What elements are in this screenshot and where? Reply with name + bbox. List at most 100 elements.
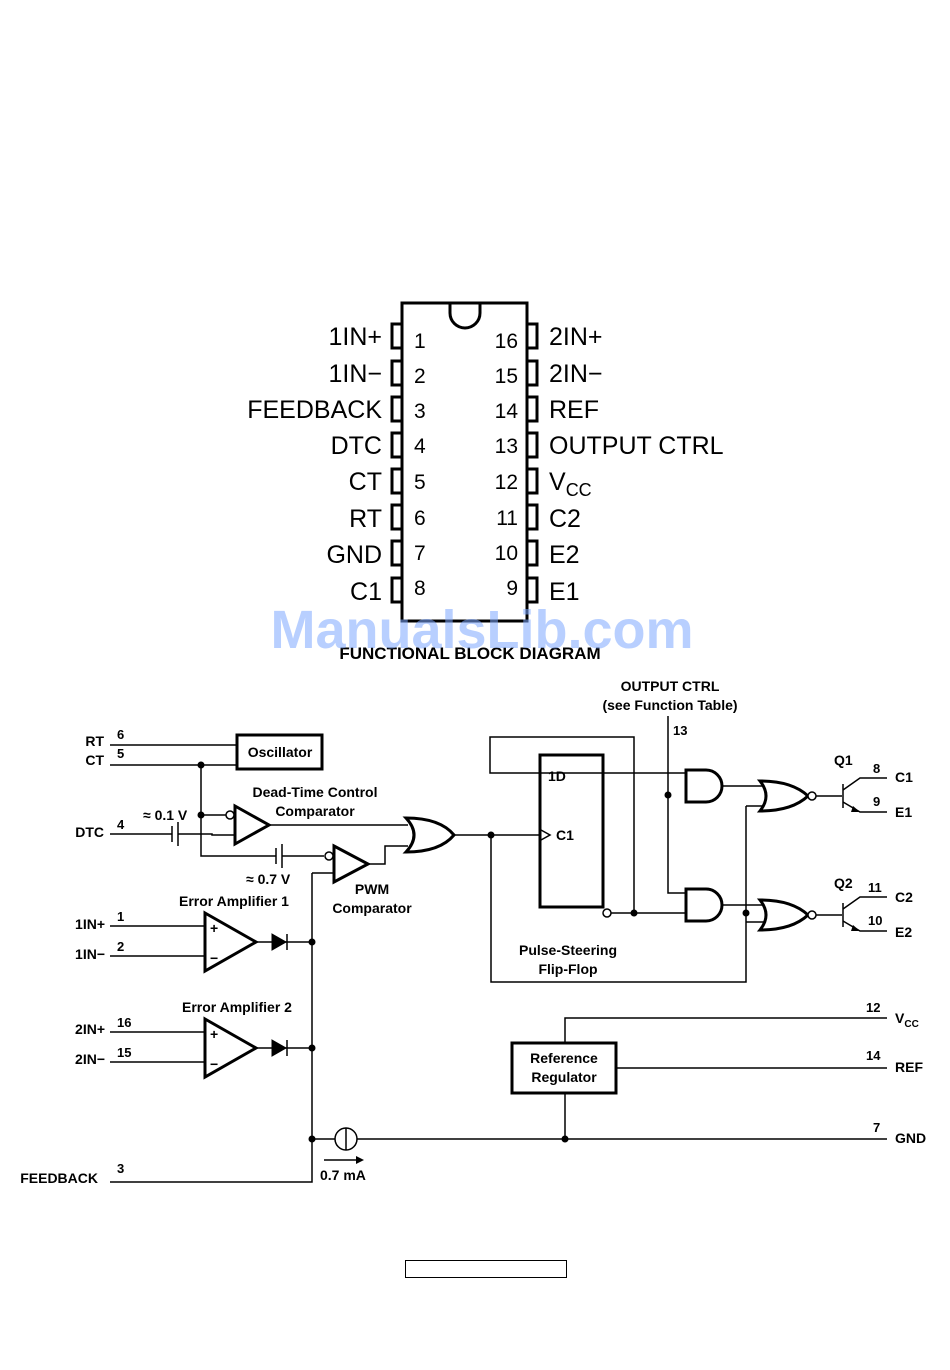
ea2-diode bbox=[271, 1039, 288, 1057]
ff-c-label: C1 bbox=[556, 827, 574, 843]
page-footer-box bbox=[405, 1260, 567, 1278]
pin-label-2: 1IN− bbox=[328, 360, 382, 388]
v01-label: ≈ 0.1 V bbox=[143, 807, 188, 823]
error-amp-1 bbox=[203, 910, 260, 974]
ct-pin: 5 bbox=[117, 746, 124, 761]
ea2-label: Error Amplifier 2 bbox=[182, 999, 292, 1015]
q1-c-label: C1 bbox=[895, 769, 913, 785]
ref-label: REF bbox=[895, 1059, 923, 1075]
2in-plus-label: 2IN+ bbox=[75, 1021, 105, 1037]
pin-num-1: 1 bbox=[414, 330, 426, 353]
and-gate-2 bbox=[684, 887, 724, 923]
ref-reg-label-2: Regulator bbox=[531, 1069, 597, 1085]
q1-transistor bbox=[842, 777, 887, 813]
pin-num-16: 16 bbox=[495, 330, 518, 353]
pin-label-12-main: V bbox=[549, 468, 566, 496]
junction bbox=[308, 1044, 316, 1052]
pin-label-14: REF bbox=[549, 396, 599, 424]
dtc-wire bbox=[110, 833, 235, 836]
1in-plus-pin: 1 bbox=[117, 909, 124, 924]
1in-minus-pin: 2 bbox=[117, 939, 124, 954]
pin1-notch bbox=[448, 303, 482, 330]
rt-ct-wires bbox=[110, 744, 237, 766]
pin-stub-14 bbox=[525, 395, 539, 423]
gnd-pin: 7 bbox=[873, 1120, 880, 1135]
q2-c-label: C2 bbox=[895, 889, 913, 905]
ff-qbar-bubble bbox=[602, 908, 612, 918]
q2-c-pin: 11 bbox=[868, 880, 882, 895]
dead-time-label: Dead-Time Control bbox=[253, 784, 378, 800]
feedback-label: FEEDBACK bbox=[20, 1170, 98, 1186]
dtc-label: DTC bbox=[75, 824, 104, 840]
pin-label-12: VCC bbox=[549, 468, 592, 500]
pin-label-5: CT bbox=[349, 468, 382, 496]
pin-num-9: 9 bbox=[506, 577, 518, 600]
rt-pin: 6 bbox=[117, 727, 124, 742]
pin-stub-3 bbox=[390, 395, 404, 423]
or-gate bbox=[402, 816, 456, 854]
pin-num-13: 13 bbox=[495, 435, 518, 458]
pin-num-8: 8 bbox=[414, 577, 426, 600]
nor2-bubble bbox=[807, 910, 817, 920]
pin-label-6: RT bbox=[349, 505, 382, 533]
rt-label: RT bbox=[85, 733, 104, 749]
2in-minus-pin: 15 bbox=[117, 1045, 131, 1060]
ref-pin: 14 bbox=[866, 1048, 881, 1063]
dead-time-comparator bbox=[233, 803, 273, 847]
q1-emitter-arrow bbox=[851, 806, 860, 812]
block-diagram: OUTPUT CTRL (see Function Table) 13 RT 6… bbox=[20, 678, 926, 1186]
pin-label-15: 2IN− bbox=[549, 360, 603, 388]
ic-body bbox=[400, 301, 529, 623]
feedback-pin: 3 bbox=[117, 1161, 124, 1176]
reference-regulator bbox=[510, 1041, 618, 1095]
pin-stub-13 bbox=[525, 431, 539, 459]
pin-stub-4 bbox=[390, 431, 404, 459]
pin-label-9: E1 bbox=[549, 578, 580, 606]
pin-stub-12 bbox=[525, 467, 539, 495]
block-diagram-title: FUNCTIONAL BLOCK DIAGRAM bbox=[339, 644, 600, 663]
pin-stub-16 bbox=[525, 322, 539, 350]
q2-e-label: E2 bbox=[895, 924, 912, 940]
pwm-comparator bbox=[332, 843, 372, 885]
q1-e-label: E1 bbox=[895, 804, 912, 820]
pin-stub-8 bbox=[390, 576, 404, 604]
nor1-bubble bbox=[807, 791, 817, 801]
junction bbox=[308, 938, 316, 946]
output-ctrl-label: OUTPUT CTRL bbox=[621, 678, 720, 694]
ea1-minus: − bbox=[210, 950, 218, 966]
vcc-label: VCC bbox=[895, 1010, 919, 1030]
pin-num-12: 12 bbox=[495, 471, 518, 494]
vcc-main: V bbox=[895, 1010, 905, 1026]
dtc-offset-source bbox=[171, 822, 179, 846]
1in-minus-label: 1IN− bbox=[75, 946, 105, 962]
and-out-wires bbox=[722, 785, 762, 906]
pwm-out-wire bbox=[368, 845, 408, 865]
2in-minus-label: 2IN− bbox=[75, 1051, 105, 1067]
pin-stub-15 bbox=[525, 359, 539, 387]
ff-label-2: Flip-Flop bbox=[538, 961, 597, 977]
pin-num-4: 4 bbox=[414, 435, 426, 458]
pin-num-11: 11 bbox=[496, 507, 518, 530]
ea1-plus: + bbox=[210, 920, 218, 936]
oscillator-block bbox=[235, 733, 324, 771]
ref-reg-label: Reference bbox=[530, 1050, 598, 1066]
pin-num-3: 3 bbox=[414, 400, 426, 423]
q2-emitter-arrow bbox=[851, 925, 860, 931]
2in-plus-pin: 16 bbox=[117, 1015, 131, 1030]
ea1-label: Error Amplifier 1 bbox=[179, 893, 289, 909]
pwm-label-2: Comparator bbox=[332, 900, 412, 916]
pin-stub-6 bbox=[390, 503, 404, 531]
ea2-minus: − bbox=[210, 1056, 218, 1072]
ff-label: Pulse-Steering bbox=[519, 942, 617, 958]
pwm-label: PWM bbox=[355, 881, 389, 897]
output-ctrl-pin: 13 bbox=[673, 723, 687, 738]
ff-d-label: 1D bbox=[548, 768, 566, 784]
current-arrow-head bbox=[356, 1156, 364, 1164]
pin-num-2: 2 bbox=[414, 365, 426, 388]
output-ctrl-wire bbox=[667, 716, 686, 894]
1in-plus-label: 1IN+ bbox=[75, 916, 105, 932]
or-to-q2-wire bbox=[490, 835, 747, 983]
pin-label-4: DTC bbox=[331, 432, 382, 460]
vcc-pin: 12 bbox=[866, 1000, 880, 1015]
